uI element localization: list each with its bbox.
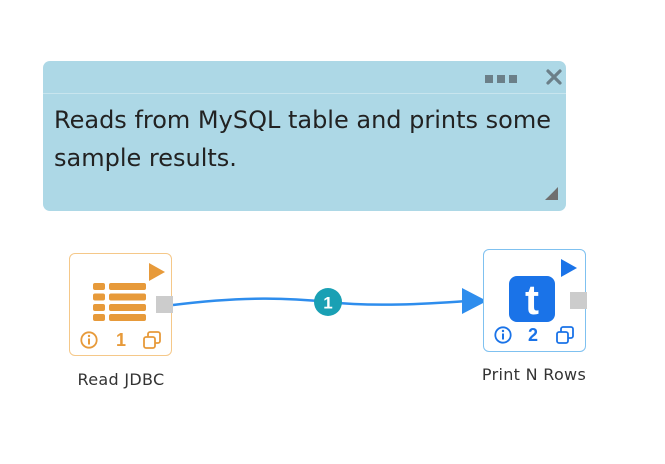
output-port[interactable] — [570, 292, 587, 309]
output-port[interactable] — [156, 296, 173, 313]
info-icon[interactable] — [80, 331, 98, 349]
copy-icon[interactable] — [143, 331, 161, 349]
run-icon[interactable] — [148, 262, 166, 282]
comment-note[interactable]: Reads from MySQL table and prints some s… — [43, 61, 566, 211]
resize-handle-icon[interactable] — [543, 185, 559, 201]
node-number: 1 — [116, 330, 127, 350]
run-icon[interactable] — [560, 258, 578, 278]
arrowhead-icon — [462, 288, 487, 314]
copy-icon[interactable] — [556, 326, 574, 344]
letter-t-icon: t — [509, 276, 555, 322]
node-number: 2 — [528, 325, 539, 345]
edge-badge-label: 1 — [323, 294, 332, 313]
more-options-icon[interactable] — [485, 75, 517, 83]
close-icon[interactable] — [545, 68, 563, 86]
note-text[interactable]: Reads from MySQL table and prints some s… — [54, 106, 552, 172]
info-icon[interactable] — [494, 326, 512, 344]
svg-text:t: t — [525, 276, 539, 322]
note-header[interactable] — [43, 61, 566, 94]
node-print-n-rows[interactable]: t 2 — [483, 249, 586, 352]
node-label: Read JDBC — [77, 370, 165, 389]
node-label: Print N Rows — [481, 365, 587, 384]
edge-badge[interactable] — [314, 288, 342, 316]
table-list-icon — [93, 283, 146, 321]
